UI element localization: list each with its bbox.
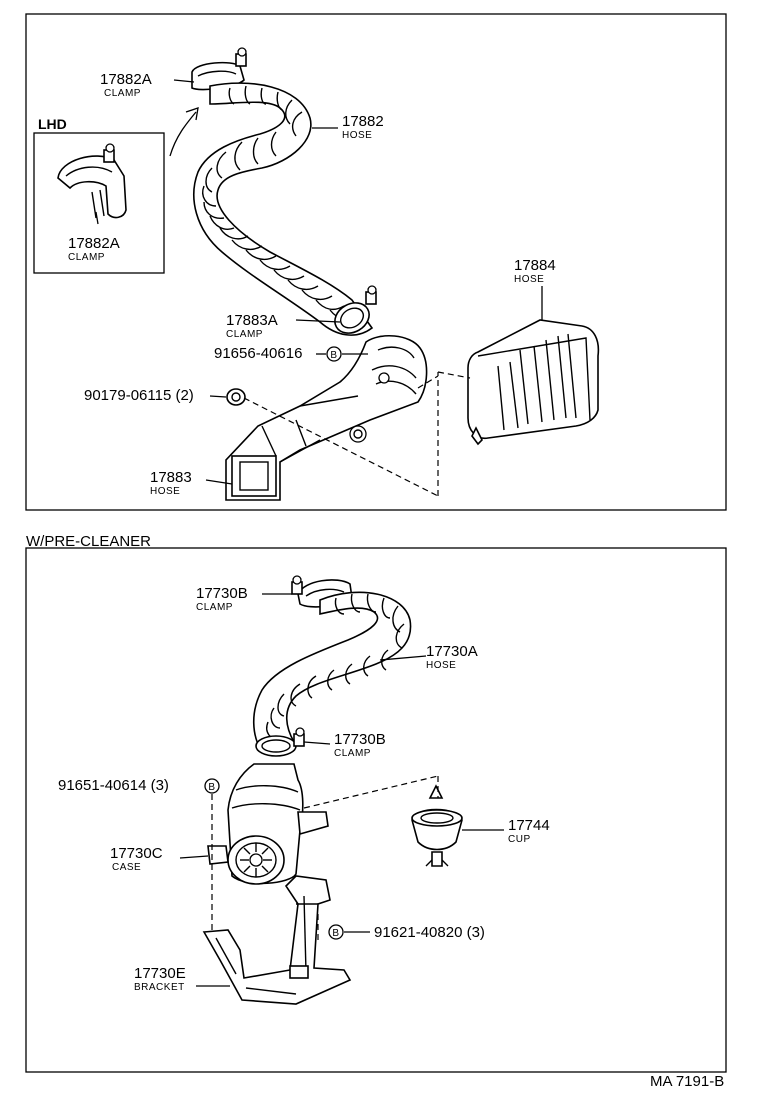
leader-17730b-lower [303, 741, 331, 745]
label-17884-name: HOSE [514, 274, 544, 285]
clamp-17730b-lower-drawing [255, 727, 305, 757]
dashed-line-cup-top [303, 775, 439, 809]
bottom-section-frame [25, 547, 727, 1073]
label-17730e: 17730E [134, 965, 186, 982]
label-91651: 91651-40614 (3) [58, 777, 169, 794]
lhd-arrow [169, 111, 197, 157]
bolt-marker-91651 [204, 778, 220, 794]
label-17882a-top-name: CLAMP [104, 88, 141, 99]
clamp-17883a-drawing [334, 285, 377, 334]
label-17883: 17883 [150, 469, 192, 486]
leader-17730a [379, 655, 427, 661]
label-17730c: 17730C [110, 845, 163, 862]
dashed-line-grommet [243, 397, 439, 497]
dashed-line-duct [417, 375, 439, 389]
dashed-line-airbox [437, 371, 471, 379]
label-17744: 17744 [508, 817, 550, 834]
leader-90179 [209, 395, 227, 398]
leader-17883a [295, 319, 341, 323]
bracket-17730e-drawing [202, 875, 352, 1005]
top-section-frame [25, 13, 727, 511]
label-17730e-name: BRACKET [134, 982, 185, 993]
lhd-inset-frame [33, 132, 165, 274]
label-17882: 17882 [342, 113, 384, 130]
label-17883a: 17883A [226, 312, 278, 329]
label-17744-name: CUP [508, 834, 531, 845]
label-17730b-lower: 17730B [334, 731, 386, 748]
leader-17882a-lhd [95, 211, 99, 225]
label-17883a-name: CLAMP [226, 329, 263, 340]
label-91621: 91621-40820 (3) [374, 924, 485, 941]
bolt-marker-91621 [328, 924, 344, 940]
bolt-marker-91651-letter: B [208, 782, 215, 793]
bolt-marker-91621-letter: B [332, 928, 339, 939]
label-17882a-lhd-name: CLAMP [68, 252, 105, 263]
label-17884: 17884 [514, 257, 556, 274]
lhd-title: LHD [38, 116, 67, 132]
leader-17883 [205, 479, 233, 485]
hose-17882-drawing [193, 82, 374, 336]
lhd-arrowhead [185, 107, 199, 121]
cup-17744-drawing [411, 784, 463, 867]
label-17730a: 17730A [426, 643, 478, 660]
leader-17882a-top [173, 79, 195, 83]
bolt-marker-letter: B [330, 350, 337, 361]
label-91656: 91656-40616 [214, 345, 302, 362]
label-17883-name: HOSE [150, 486, 180, 497]
hose-17730a-drawing [252, 591, 412, 753]
hose-17884-drawing [467, 319, 600, 446]
label-17730b-top: 17730B [196, 585, 248, 602]
bolt-marker-top [326, 346, 342, 362]
leader-17730c [179, 855, 209, 859]
label-17730a-name: HOSE [426, 660, 456, 671]
case-17730c-drawing [207, 763, 329, 885]
label-90179: 90179-06115 (2) [84, 387, 194, 404]
hose-17883-drawing [225, 334, 428, 501]
pre-cleaner-title: W/PRE-CLEANER [26, 533, 151, 550]
label-17730c-name: CASE [112, 862, 141, 873]
label-17730b-top-name: CLAMP [196, 602, 233, 613]
label-17882a-lhd: 17882A [68, 235, 120, 252]
label-17882a-top: 17882A [100, 71, 152, 88]
label-17730b-lower-name: CLAMP [334, 748, 371, 759]
diagram-reference: MA 7191-B [650, 1073, 724, 1090]
grommet-90179-drawing [226, 388, 246, 406]
lhd-clamp-drawing [57, 143, 127, 219]
label-17882-name: HOSE [342, 130, 372, 141]
